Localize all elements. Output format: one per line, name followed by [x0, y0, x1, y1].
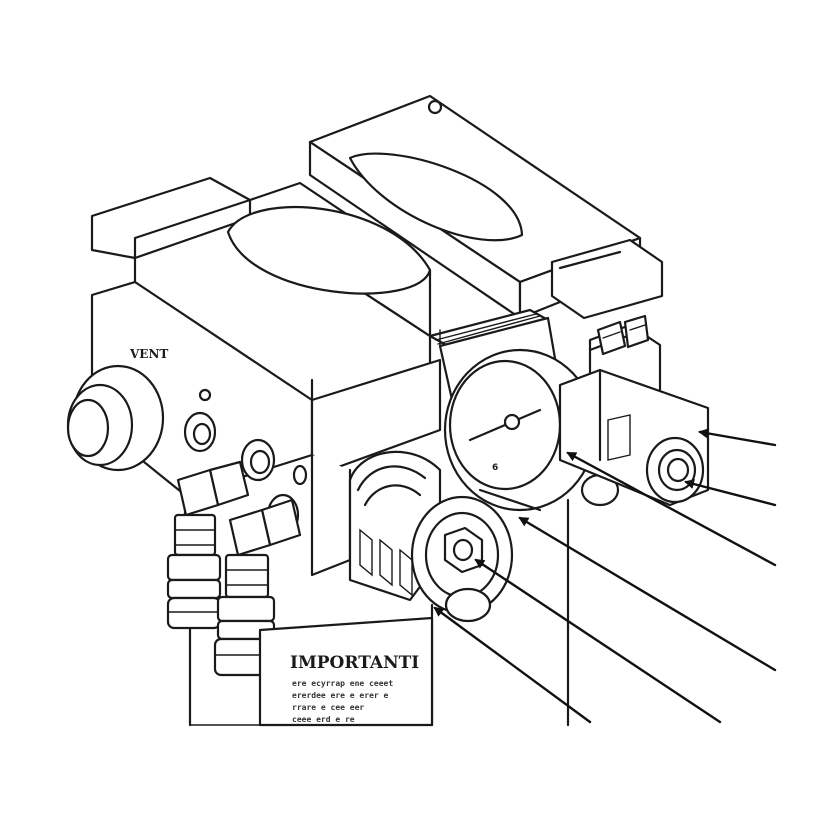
gauge-mark: 6 — [492, 463, 498, 473]
important-line-1: ere ecyrrap ene ceeet — [292, 679, 393, 688]
leader-arrow-6 — [433, 606, 592, 724]
leader-arrow-2 — [684, 479, 777, 507]
port-fitting-middle — [240, 438, 276, 482]
back-mounting-plate — [308, 94, 664, 320]
leader-arrows — [433, 428, 777, 724]
important-label: IMPORTANTI ere ecyrrap ene ceeet ererdee… — [258, 616, 434, 727]
leader-arrow-1 — [698, 428, 777, 447]
gauge-base-fitting — [478, 473, 620, 512]
pressure-gauge: 6 — [428, 308, 597, 512]
important-line-2: ererdee ere e erer e — [292, 691, 389, 700]
relief-valve — [348, 450, 514, 623]
leader-arrow-4 — [518, 516, 777, 672]
vent-knob[interactable] — [66, 364, 165, 472]
leader-arrow-5 — [474, 558, 722, 724]
port-fitting-upper — [183, 411, 217, 453]
hose-fitting-left — [166, 460, 250, 630]
leader-arrow-3 — [566, 451, 777, 567]
vent-label: VENT — [129, 347, 168, 361]
important-line-4: ceee erd e re — [292, 715, 355, 724]
important-line-3: rrare e cee eer — [292, 703, 364, 712]
important-title: IMPORTANTI — [290, 653, 419, 673]
front-mounting-plate — [90, 176, 432, 420]
side-hex-nut — [645, 436, 705, 504]
